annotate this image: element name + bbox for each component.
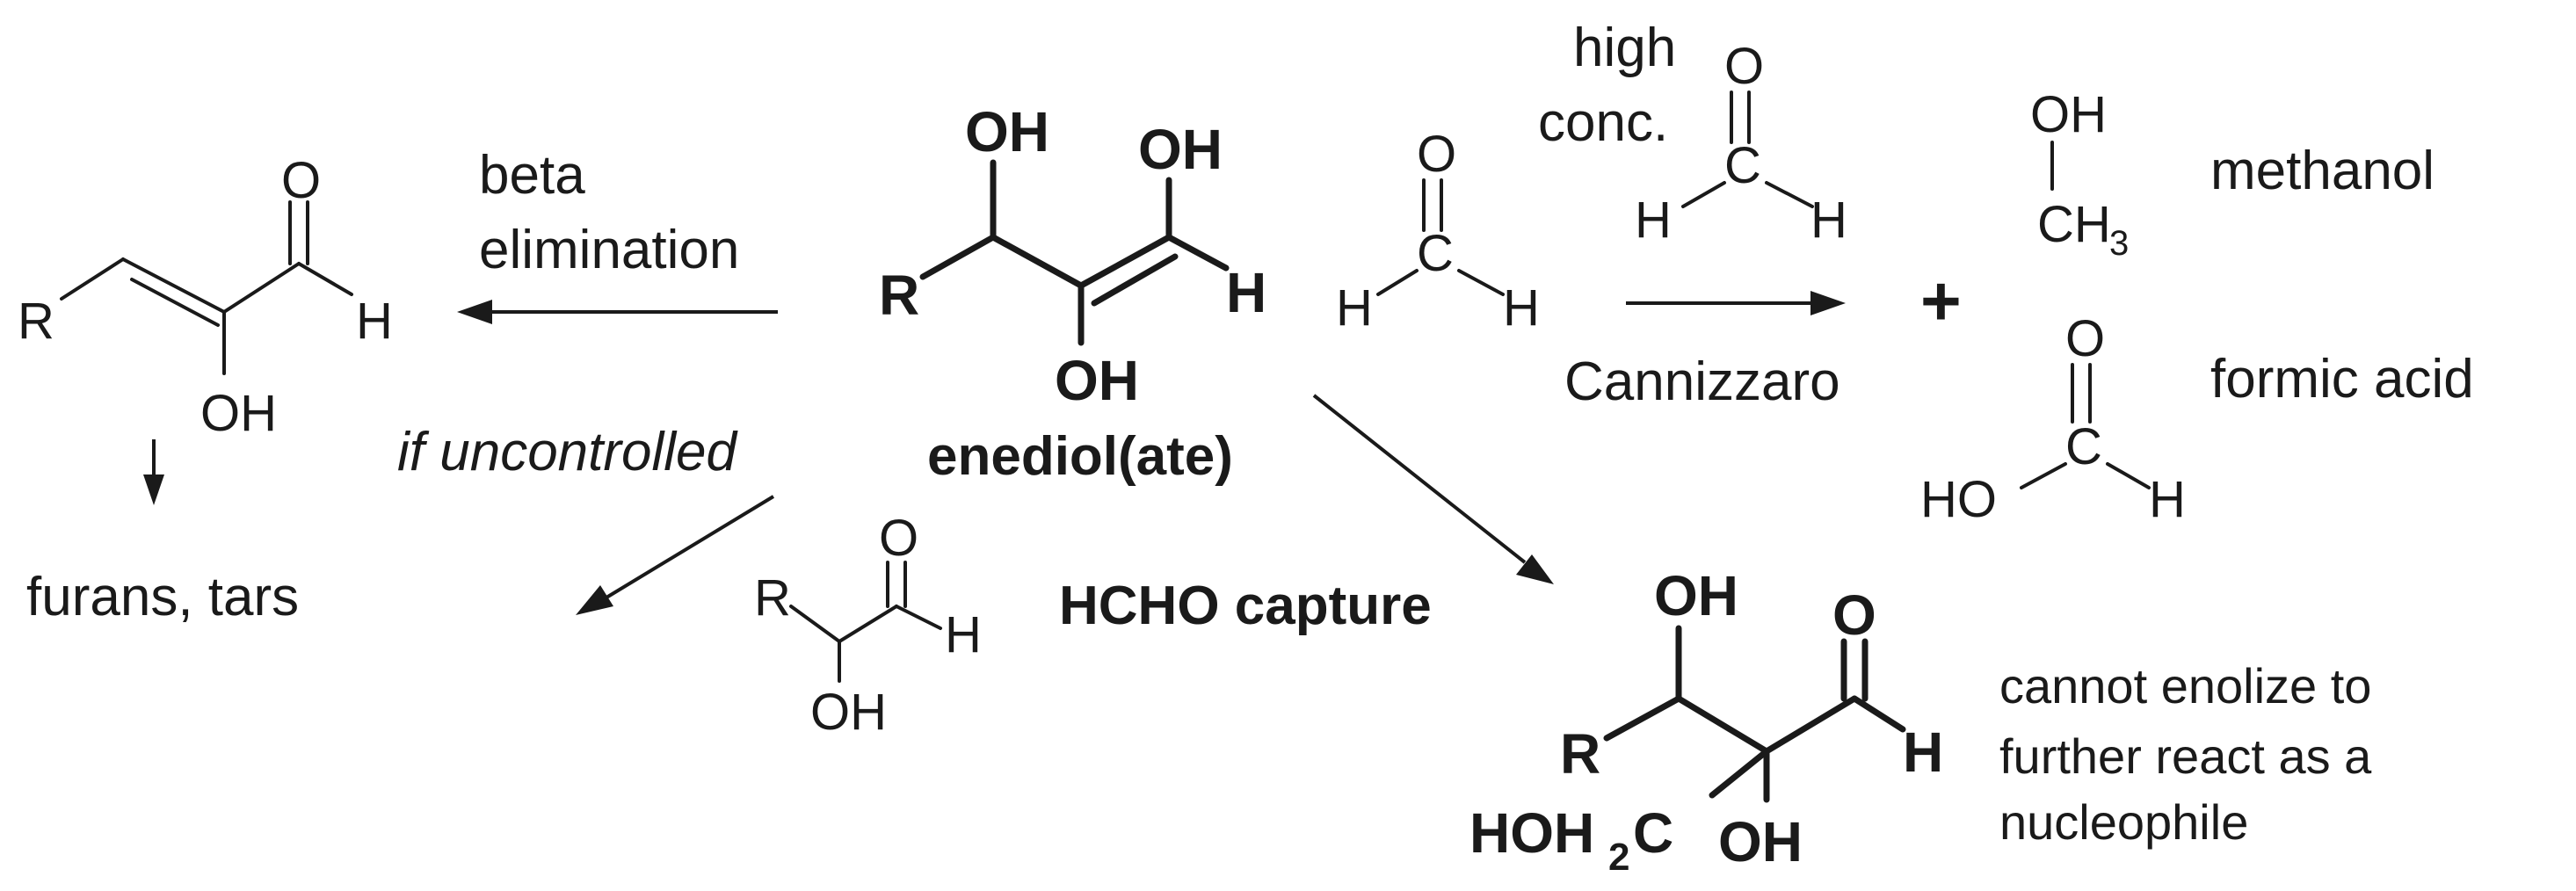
atom-oh-bottom: OH: [1718, 810, 1803, 873]
arrow-beta-elimination: [457, 300, 778, 324]
plus-sign: +: [1920, 262, 1962, 340]
atom-c: C: [1417, 225, 1454, 282]
atom-h-bold: H: [1903, 721, 1943, 784]
conc-label: conc.: [1538, 92, 1668, 153]
atom-h: H: [945, 606, 982, 663]
arrow-cannizzaro: [1626, 291, 1846, 315]
atom-o: O: [281, 152, 321, 209]
atom-r-bold: R: [879, 264, 919, 327]
atom-oh: OH: [2030, 86, 2107, 143]
atom-o: O: [1724, 38, 1764, 95]
atom-r-bold: R: [1560, 722, 1600, 786]
atom-c: C: [1724, 137, 1761, 194]
methanol-structure: OH CH 3: [2030, 86, 2129, 263]
methanol-label: methanol: [2210, 141, 2435, 201]
atom-r: R: [18, 293, 54, 350]
atom-c: C: [2065, 418, 2102, 475]
atom-h-bold: H: [1226, 261, 1266, 324]
subscript-2: 2: [1608, 836, 1629, 879]
arrow-down-furans: [143, 439, 164, 505]
capture-product: OH R O H OH HOH 2 C: [1469, 564, 1943, 879]
enediol-label: enediol(ate): [927, 426, 1233, 487]
note-line-2: further react as a: [1999, 728, 2372, 784]
atom-h: H: [1810, 192, 1847, 249]
atom-c-bold: C: [1633, 801, 1673, 865]
atom-oh: OH: [200, 385, 277, 442]
atom-h: H: [1503, 279, 1540, 337]
unsaturated-aldehyde: R O H OH: [18, 152, 393, 442]
atom-h: H: [356, 293, 393, 350]
atom-hoh: HOH: [1469, 801, 1594, 865]
high-label: high: [1573, 18, 1676, 78]
formic-acid-label: formic acid: [2210, 349, 2474, 409]
furans-label: furans, tars: [26, 567, 299, 627]
hcho-capture-label: HCHO capture: [1059, 576, 1432, 636]
atom-oh-top: OH: [965, 100, 1049, 163]
atom-h: H: [2149, 471, 2186, 528]
arrow-uncontrolled: [576, 495, 775, 615]
formic-acid-structure: O C HO H: [1920, 310, 2186, 528]
cannizzaro-label: Cannizzaro: [1564, 351, 1840, 412]
atom-o: O: [1417, 126, 1456, 183]
atom-h: H: [1336, 279, 1373, 337]
beta-label: beta: [479, 145, 585, 206]
note-line-3: nucleophile: [1999, 794, 2248, 850]
note-line-1: cannot enolize to: [1999, 658, 2371, 714]
atom-o: O: [2065, 310, 2105, 367]
atom-h: H: [1635, 192, 1672, 249]
hydroxy-aldehyde: R O H OH: [754, 510, 982, 741]
arrow-hcho-capture: [1312, 394, 1554, 584]
if-uncontrolled-label: if uncontrolled: [397, 422, 739, 482]
atom-oh-top: OH: [1654, 564, 1738, 627]
atom-oh: OH: [810, 684, 887, 741]
elimination-label: elimination: [479, 220, 739, 280]
atom-oh-right: OH: [1138, 118, 1223, 181]
enediol-structure: R OH OH H OH: [879, 100, 1266, 412]
atom-o: O: [879, 510, 918, 567]
formaldehyde-reactant: O C H H: [1336, 126, 1540, 337]
formaldehyde-cannizzaro: O C H H: [1635, 38, 1847, 249]
atom-o-bold: O: [1832, 583, 1876, 647]
subscript-3: 3: [2109, 224, 2129, 263]
atom-ch: CH: [2037, 196, 2111, 253]
atom-ho: HO: [1920, 471, 1997, 528]
atom-r: R: [754, 569, 791, 627]
atom-oh-bottom: OH: [1055, 349, 1139, 412]
